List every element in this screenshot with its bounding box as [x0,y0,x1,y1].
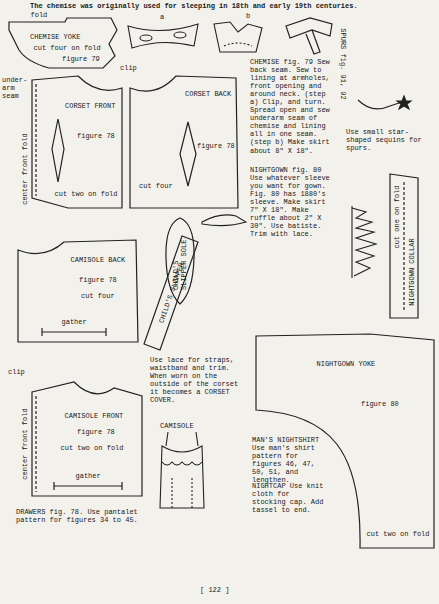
piece-b-seam [224,43,252,46]
piece-label: SPURS fig. 91, 92 [338,28,346,99]
cut-line [306,30,320,54]
camisole-seam [172,478,192,508]
fold-line [403,182,404,312]
piece-label: CAMISOLE BACK [71,256,126,264]
camisole-lace [162,462,202,465]
cut-line [286,18,332,38]
piece-label: gather [76,472,101,480]
slipper-top [202,215,246,226]
piece-label: CHEMISE YOKE [30,33,80,41]
cut-line [9,18,117,68]
piece-label: CORSET FRONT [65,102,115,110]
spur-drawing [358,100,402,109]
piece-label: cut one on fold [393,186,401,249]
fold-line [35,396,36,492]
instruction-note: Use lace for straps, waistband and trim.… [150,356,248,404]
cut-line [144,236,198,350]
instruction-note: NIGHTCAP Use knit cloth for stocking cap… [252,482,326,514]
piece-label: cut four on fold [34,44,101,52]
piece-label: figure 78 [197,142,235,150]
cut-line [130,76,238,208]
instruction-note: NIGHTGOWN fig. 80 Use whatever sleeve yo… [250,166,334,238]
piece-label: figure 78 [79,276,117,284]
piece-label: figure 80 [361,400,399,408]
pattern-piece: CAMISOLE FRONT figure 78 cut two on fold ga… [14,378,146,502]
part-letter: a [160,13,164,21]
piece-label: cut four [81,292,115,300]
cut-line [32,382,142,496]
instruction-note: CHEMISE fig. 79 Sew back seam. Sew to li… [250,58,332,155]
cut-line [54,482,122,490]
piece-label: CHILD'S SLIPPER [157,262,185,324]
piece-label: cut two on fold [55,190,118,198]
cut-line [18,240,138,342]
piece-label: cut two on fold [61,444,124,452]
pattern-piece: CORSET FRONT figure 78 cut two on fold cent… [14,74,126,212]
page-title: The chemise was originally used for slee… [30,2,358,10]
part-name: CAMISOLE [160,422,194,430]
instruction-note: DRAWERS fig. 78. Use pantalet pattern fo… [16,508,152,524]
piece-label: center front fold [20,408,28,479]
piece-label: CAMISOLE FRONT [65,412,124,420]
part-letter: b [246,12,250,20]
page-number: [ 122 ] [200,586,229,594]
piece-a-hole [174,32,186,38]
piece-label: cut four [139,182,173,190]
piece-b [214,22,262,52]
piece-label: figure 78 [77,428,115,436]
cut-line [390,174,418,318]
star-sequin [397,96,411,109]
clip-mark: clip [120,64,137,72]
piece-label: center front fold [20,133,28,204]
cut-line [180,122,196,186]
pattern-piece: cut one on foldNIGHTGOWN COLLAR [386,172,422,322]
piece-a [128,24,198,48]
piece-label: NIGHTGOWN YOKE [317,360,376,368]
clip-mark: clip [8,368,25,376]
piece-label: NIGHTGOWN COLLAR [407,238,415,305]
camisole-strap [166,432,198,446]
seam-note: under- arm seam [2,76,30,100]
ruffle-band [351,206,352,278]
piece-label: figure 78 [77,132,115,140]
pattern-piece: foldCHEMISE YOKE cut four on fold figure 7… [5,10,120,72]
instruction-note: Use small star-shaped sequins for spurs. [346,128,428,152]
cut-line [32,76,122,208]
piece-label: fold [31,11,48,19]
piece-outline [14,378,146,502]
piece-outline [386,172,422,322]
pattern-piece: CAMISOLE BACK figure 78 cut four gather [14,238,142,348]
piece-label: gather [62,318,87,326]
piece-outline [14,238,142,348]
fold-line [35,84,36,196]
cut-line [52,119,64,182]
piece-label: cut two on fold [367,530,430,538]
pattern-piece: CHILD'S SLIPPER [138,232,200,352]
pattern-piece: CORSET BACK figure 78 cut four [126,74,242,212]
camisole-drawing [160,446,204,508]
cut-line [42,328,106,336]
piece-label: CORSET BACK [185,90,231,98]
ruffle-drawing [352,208,376,276]
piece-a-hole [140,35,152,41]
instruction-note: MAN'S NIGHTSHIRT Use man's shirt pattern… [252,436,326,484]
piece-label: figure 79 [62,55,100,63]
